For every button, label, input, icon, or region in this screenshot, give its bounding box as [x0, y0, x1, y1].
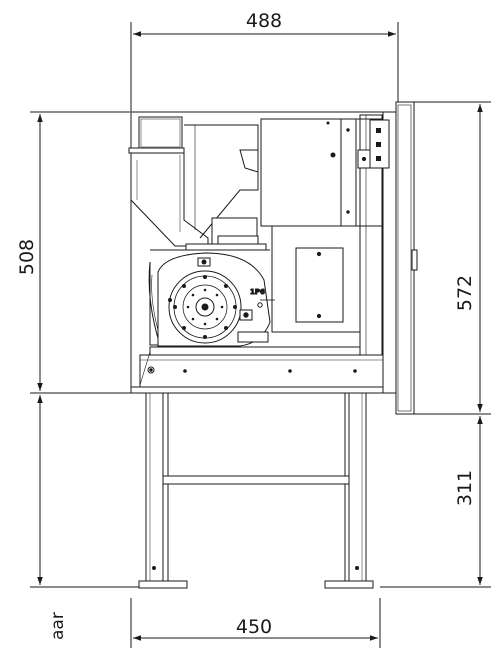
- burner-assembly: [148, 252, 275, 347]
- dimension-height-stand: [380, 416, 491, 588]
- stand-foot-right: [324, 580, 374, 589]
- cut-off-text: aar: [48, 612, 68, 640]
- inner-panel: [271, 225, 361, 333]
- dimension-label-height-total: 572: [454, 275, 476, 311]
- base-rail: [139, 346, 384, 388]
- stand-foot-left: [138, 580, 188, 589]
- dimension-height-stand-left: [30, 395, 140, 588]
- stand-leg-left: [145, 392, 164, 582]
- door-handle: [411, 249, 418, 271]
- machine-body: 1P6: [128, 101, 418, 415]
- dimension-width-bottom: [130, 598, 381, 648]
- dimension-label-width-bottom: 450: [236, 616, 272, 638]
- dimension-label-height-body: 508: [16, 239, 38, 275]
- burner-marking: 1P6: [250, 288, 265, 296]
- dimension-label-width-top: 488: [246, 10, 282, 32]
- hopper: [128, 116, 259, 247]
- dimension-width-top: [130, 22, 399, 112]
- dimension-height-body: [30, 111, 140, 394]
- dimension-label-height-stand: 311: [454, 470, 476, 506]
- stand: [138, 392, 374, 589]
- control-box: [260, 118, 383, 227]
- stand-leg-right: [348, 392, 367, 582]
- stand-crossbar: [162, 475, 350, 485]
